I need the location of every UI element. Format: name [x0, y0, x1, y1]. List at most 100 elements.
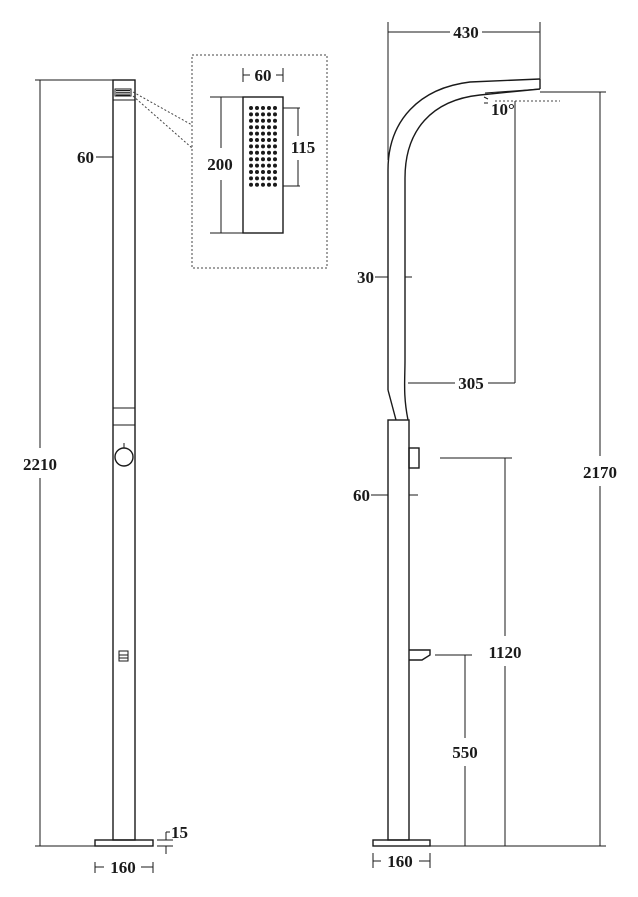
front-base-width-dimension: 160	[94, 858, 154, 877]
detail-nozzle-area-dimension: 115	[283, 107, 316, 187]
nozzle-dot	[249, 176, 253, 181]
nozzle-dot	[249, 157, 253, 162]
nozzle-dot	[273, 131, 277, 136]
front-foot-tap-icon	[118, 650, 129, 662]
nozzle-dot	[261, 118, 265, 123]
side-view: 430 10° 30 305 60	[353, 22, 617, 871]
nozzle-dot	[261, 170, 265, 174]
nozzle-dot	[261, 182, 265, 187]
nozzle-dot	[267, 176, 271, 181]
nozzle-dot	[261, 131, 265, 136]
side-arm-thickness-label: 30	[357, 268, 374, 287]
side-foot-tap-height-label: 550	[452, 743, 478, 762]
nozzle-dot	[255, 144, 259, 149]
nozzle-dot	[255, 163, 259, 168]
nozzle-dot	[255, 118, 259, 123]
nozzle-dot	[261, 106, 265, 110]
nozzle-dot	[255, 106, 259, 110]
nozzle-dot	[273, 182, 277, 187]
side-shower-arm	[387, 78, 541, 421]
nozzle-dot	[273, 118, 277, 123]
side-base-width-dimension: 160	[372, 852, 431, 871]
nozzle-dot	[267, 144, 271, 149]
nozzle-dot	[267, 182, 271, 187]
front-base-plate	[94, 839, 154, 847]
detail-nozzle-grid-icon	[249, 106, 277, 187]
nozzle-dot	[255, 138, 259, 142]
side-arm-reach-label: 430	[453, 23, 479, 42]
nozzle-dot	[261, 125, 265, 130]
nozzle-dot	[261, 150, 265, 155]
side-column	[387, 419, 410, 841]
nozzle-dot	[261, 112, 265, 117]
side-mixer-height-label: 1120	[488, 643, 521, 662]
detail-frame	[191, 54, 328, 269]
nozzle-dot	[273, 138, 277, 142]
side-arm-thickness-dimension: 30	[357, 268, 412, 287]
nozzle-dot	[273, 163, 277, 168]
detail-nozzle-area-label: 115	[291, 138, 316, 157]
detail-shower-head	[242, 96, 284, 234]
nozzle-dot	[267, 157, 271, 162]
nozzle-dot	[249, 144, 253, 149]
nozzle-dot	[267, 170, 271, 174]
nozzle-dot	[249, 131, 253, 136]
side-offset-dimension: 305	[408, 101, 516, 393]
side-base-width-label: 160	[387, 852, 413, 871]
side-base-plate	[372, 839, 431, 847]
nozzle-dot	[255, 157, 259, 162]
nozzle-dot	[249, 138, 253, 142]
front-height-dimension: 2210	[23, 79, 113, 847]
nozzle-dot	[273, 106, 277, 110]
nozzle-dot	[261, 157, 265, 162]
front-view: 2210 60 160 15	[23, 79, 193, 877]
side-head-height-label: 2170	[583, 463, 617, 482]
nozzle-dot	[255, 112, 259, 117]
nozzle-dot	[273, 144, 277, 149]
nozzle-dot	[267, 150, 271, 155]
front-base-thickness-label: 15	[171, 823, 188, 842]
detail-height-dimension: 200	[207, 96, 243, 234]
side-offset-label: 305	[458, 374, 484, 393]
nozzle-dot	[267, 125, 271, 130]
side-angle-dimension: 10°	[483, 96, 560, 119]
nozzle-dot	[267, 106, 271, 110]
nozzle-dot	[267, 138, 271, 142]
detail-width-label: 60	[255, 66, 272, 85]
front-column	[112, 79, 136, 841]
nozzle-dot	[249, 106, 253, 110]
nozzle-dot	[273, 170, 277, 174]
nozzle-dot	[255, 125, 259, 130]
nozzle-dot	[261, 176, 265, 181]
nozzle-dot	[255, 176, 259, 181]
nozzle-dot	[249, 182, 253, 187]
side-foot-tap-icon	[409, 649, 431, 661]
detail-view: 60 200 115	[191, 54, 328, 269]
nozzle-dot	[249, 150, 253, 155]
nozzle-dot	[267, 163, 271, 168]
nozzle-dot	[273, 150, 277, 155]
nozzle-dot	[255, 131, 259, 136]
nozzle-dot	[261, 163, 265, 168]
nozzle-dot	[255, 170, 259, 174]
front-shower-head-icon	[114, 88, 132, 97]
side-angle-label: 10°	[491, 100, 515, 119]
side-mixer-knob-icon	[408, 447, 420, 469]
side-arm-reach-dimension: 430	[387, 22, 541, 160]
nozzle-dot	[261, 144, 265, 149]
nozzle-dot	[249, 118, 253, 123]
nozzle-dot	[249, 170, 253, 174]
nozzle-dot	[249, 163, 253, 168]
front-mixer-knob-icon	[114, 447, 134, 467]
side-foot-tap-height-dimension: 550	[435, 654, 478, 846]
nozzle-dot	[273, 112, 277, 117]
front-base-width-label: 160	[110, 858, 136, 877]
nozzle-dot	[267, 112, 271, 117]
nozzle-dot	[249, 112, 253, 117]
detail-width-dimension: 60	[242, 66, 284, 85]
nozzle-dot	[267, 118, 271, 123]
nozzle-dot	[273, 125, 277, 130]
nozzle-dot	[255, 182, 259, 187]
nozzle-dot	[273, 176, 277, 181]
